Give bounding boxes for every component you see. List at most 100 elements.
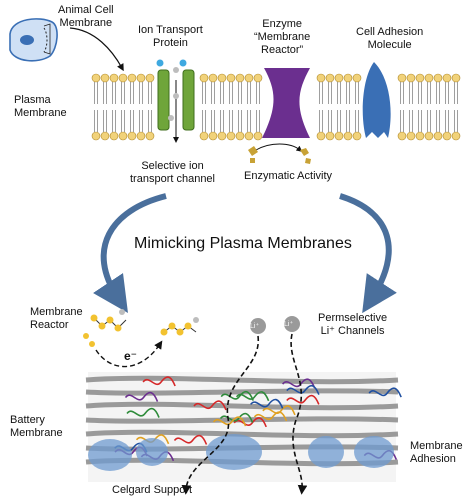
lipid-head [352,73,362,83]
lipid-head [136,131,146,141]
lipid-tail [130,110,134,132]
lipid-tail [454,82,458,104]
lipid-tail [454,110,458,132]
lipid-head [451,131,461,141]
lipid-head [343,73,353,83]
polymer-strand [173,434,208,445]
cell-to-membrane-arrow [69,27,124,72]
lipid-tail [436,110,440,132]
lipid-tail [211,110,215,132]
lipid-head [217,131,227,141]
electron-arrow-icon [95,340,163,368]
separator-fiber [85,388,399,396]
lipid-head [145,131,155,141]
right-mimic-arrow [339,193,397,314]
lipid-head [109,131,119,141]
lipid-head [91,73,101,83]
lipid-tail [247,110,251,132]
separator-fiber [85,401,399,411]
lipid-tail [328,82,332,104]
lipid-tail [247,82,251,104]
lipid-bilayer [91,73,461,141]
electron-label: e⁻ [124,349,138,363]
lipid-tail [427,110,431,132]
lipid-head [118,73,128,83]
polymer-strand [126,407,160,418]
lipid-tail [94,82,98,104]
lipid-head [226,73,236,83]
lipid-tail [436,82,440,104]
lipid-tail [355,82,359,104]
lipid-tail [139,110,143,132]
lipid-head [406,73,416,83]
lipid-head [325,131,335,141]
lipid-tail [130,82,134,104]
cell-icon [9,18,58,62]
lipid-head [127,131,137,141]
lipid-tail [328,110,332,132]
li-ion-label-2: Li⁺ [284,321,294,328]
adhesion-molecule-icon [362,62,391,138]
lipid-head [334,73,344,83]
polymer-strand [142,376,176,387]
separator-fiber [85,429,399,439]
lipid-head [424,131,434,141]
lipid-head [334,131,344,141]
lipid-head [100,131,110,141]
lipid-tail [211,82,215,104]
lipid-head [199,131,209,141]
left-mimic-arrow [93,193,167,313]
lipid-tail [148,82,152,104]
separator-fiber [85,375,399,385]
lipid-head [109,73,119,83]
polymer-strand [262,405,296,416]
lipid-head [136,73,146,83]
lipid-head [316,131,326,141]
li-ion-label-1: Li⁺ [250,323,260,330]
polymer-strand [286,384,320,395]
polymer-strand [193,400,227,411]
lipid-head [100,73,110,83]
lipid-head [145,73,155,83]
lipid-tail [427,82,431,104]
reactor-molecule-left [83,309,127,347]
polymer-strand [235,391,270,402]
lipid-tail [319,110,323,132]
lipid-head [244,131,254,141]
lipid-tail [202,82,206,104]
lipid-head [424,73,434,83]
lipid-head [451,73,461,83]
lipid-head [415,131,425,141]
lipid-tail [409,82,413,104]
lipid-head [433,73,443,83]
lipid-head [433,131,443,141]
lipid-head [217,73,227,83]
lipid-tail [337,110,341,132]
polymer-strand [219,412,254,423]
lipid-head [442,131,452,141]
lipid-tail [220,110,224,132]
enzymatic-activity-label: Enzymatic Activity [244,170,333,182]
lipid-tail [355,110,359,132]
lipid-head [397,131,407,141]
lipid-head [316,73,326,83]
lipid-head [406,131,416,141]
li-channel-path-right [290,333,308,495]
adhesion-blobs [88,434,394,471]
enzyme-icon [248,68,311,164]
lipid-head [343,131,353,141]
lipid-head [442,73,452,83]
lipid-tail [121,110,125,132]
lipid-head [208,131,218,141]
lipid-tail [238,82,242,104]
lipid-tail [400,110,404,132]
polymer-strand [220,390,254,401]
lipid-head [325,73,335,83]
polymer-strand [124,391,159,402]
